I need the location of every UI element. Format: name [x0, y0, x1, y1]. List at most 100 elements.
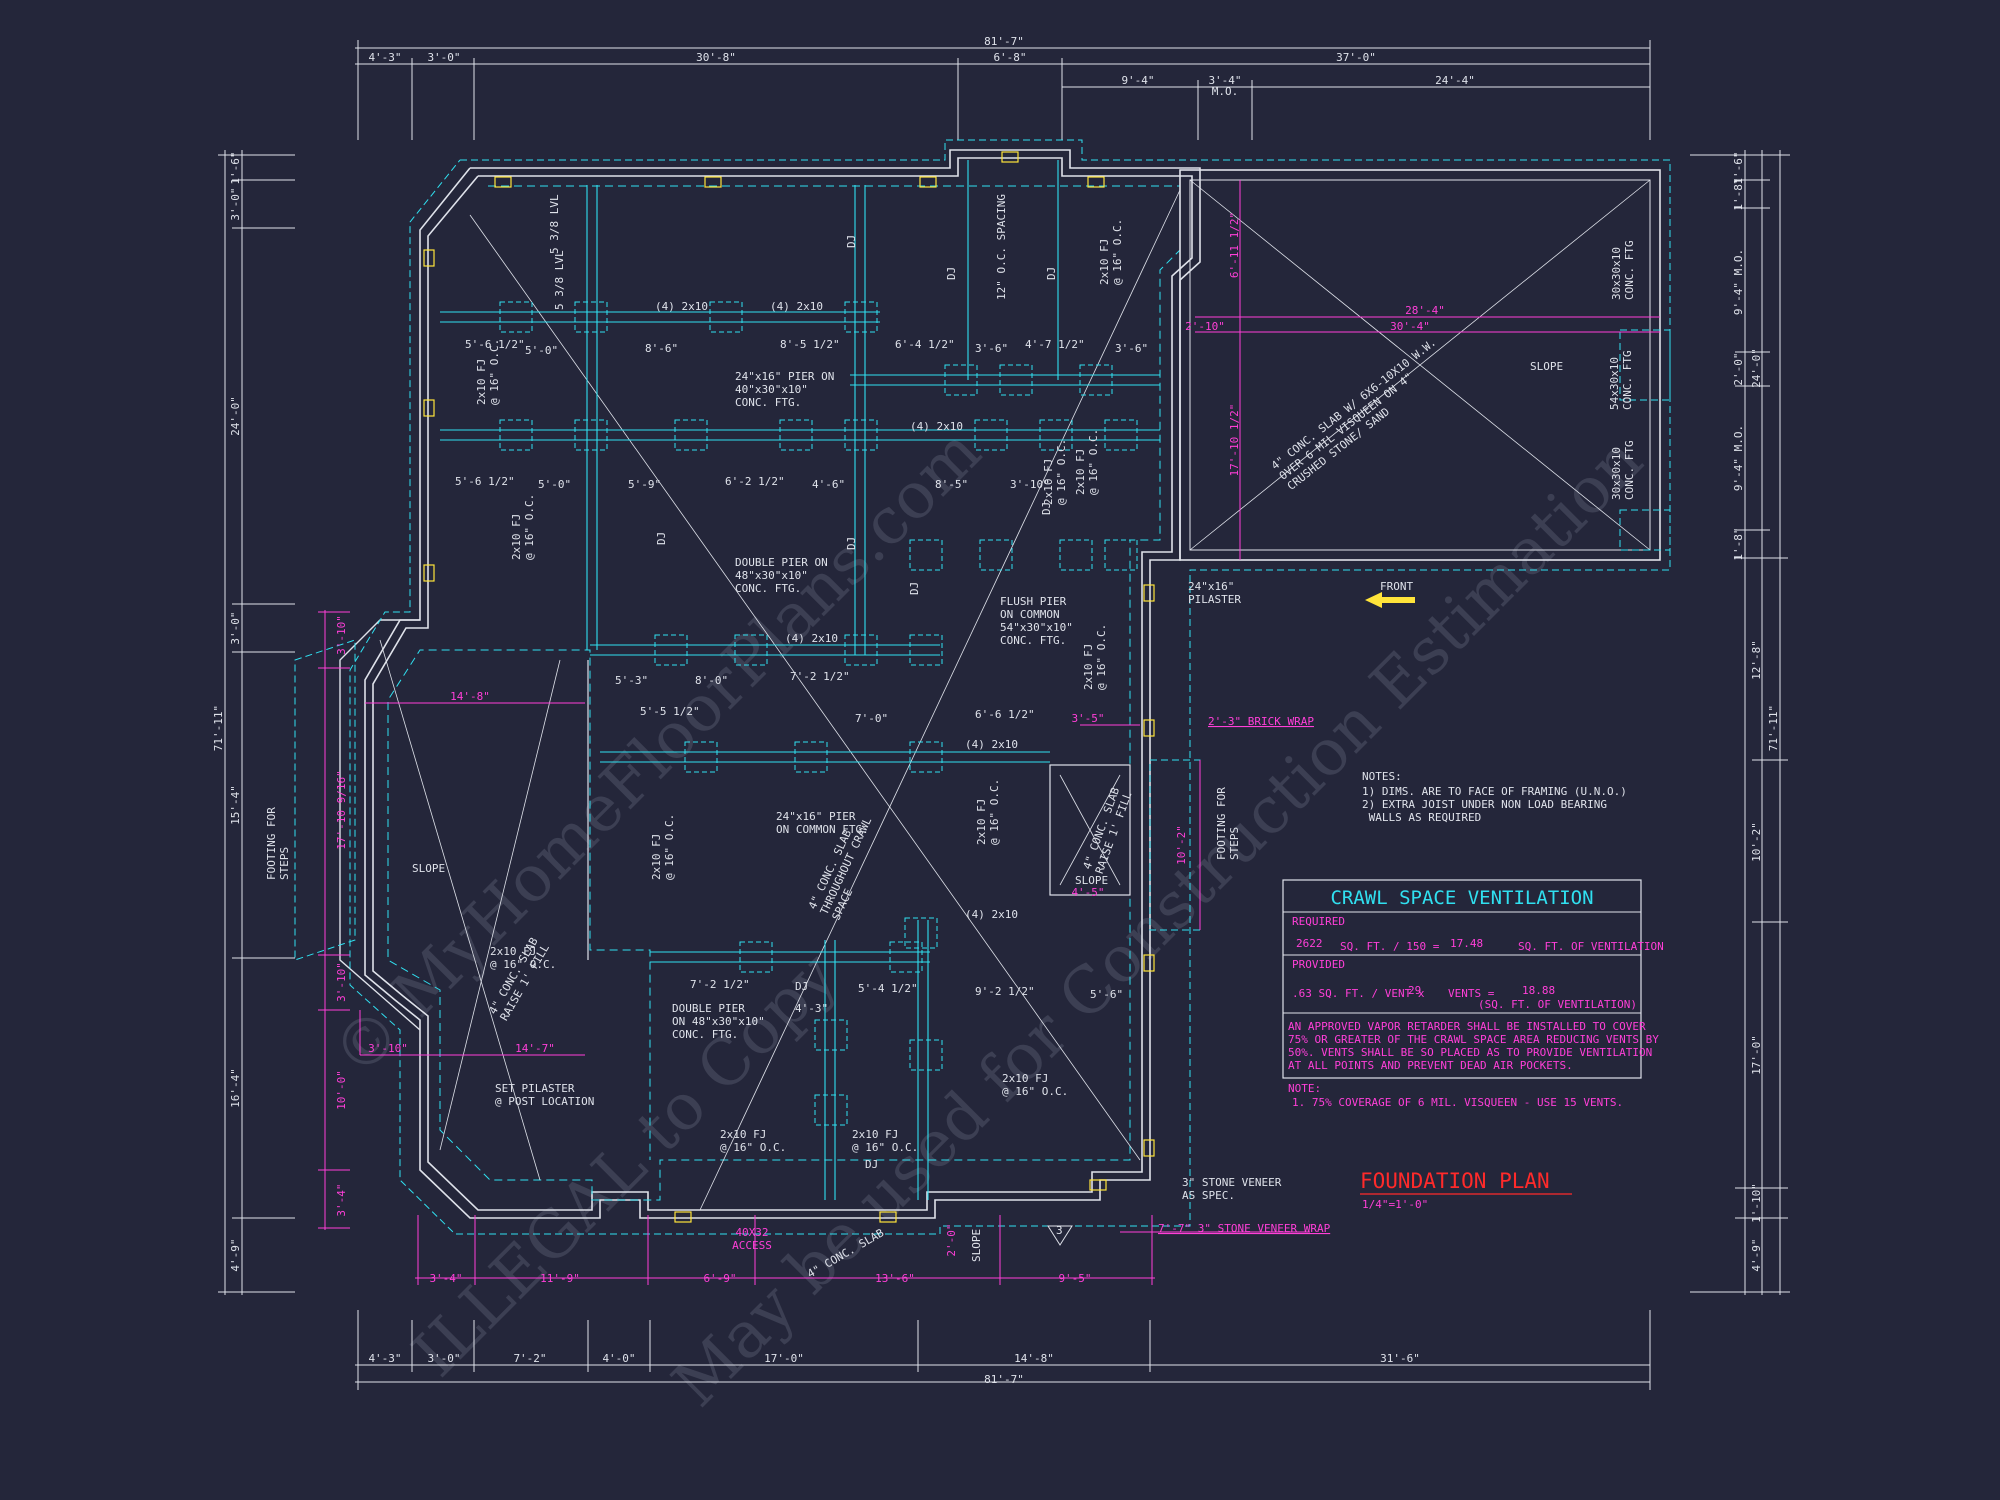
label-double-pier-1-text: DOUBLE PIER ON — [735, 556, 828, 569]
top-dim-4: 6'-8" — [993, 51, 1026, 64]
bottom-dim-2: 3'-0" — [427, 1352, 460, 1365]
text-line: @ 16" O.C. — [488, 339, 501, 405]
label-stone-wrap: 7'-7" 3" STONE VENEER WRAP — [1158, 1222, 1331, 1235]
label-pier-24x16-text: 24"x16" PIER ON — [735, 370, 834, 383]
label-4x2x10-6: (4) 2x10 — [965, 908, 1018, 921]
label-joist-12: 2x10 FJ@ 16" O.C. — [1074, 429, 1100, 495]
fdim-4: 8'-5 1/2" — [780, 338, 840, 351]
left-dim-6: 16'-4" — [229, 1068, 242, 1108]
notes-heading: NOTES: — [1362, 770, 1402, 783]
label-joist-11: 2x10 FJ@ 16" O.C. — [1042, 439, 1068, 505]
label-set-pilaster-text: SET PILASTER — [495, 1082, 575, 1095]
label-dj-7: DJ — [908, 582, 921, 595]
right-dim-12: 4'-9" — [1750, 1238, 1763, 1271]
label-dj-2: DJ — [945, 267, 958, 280]
ventilation-note-heading: NOTE: — [1288, 1082, 1321, 1095]
label-ftg-2: 54x30x10CONC. FTG — [1608, 350, 1634, 410]
ventilation-provided-rate: .63 SQ. FT. / VENT x — [1292, 987, 1425, 1000]
mdim-misc-5: 4'-5" — [1071, 886, 1104, 899]
left-dim-7: 4'-9" — [229, 1238, 242, 1271]
top-dim-7: 3'-4" — [1208, 74, 1241, 87]
mdim-misc-6: 10'-2" — [1175, 825, 1188, 865]
right-dimension-lines — [1690, 150, 1790, 1295]
text-line: @ POST LOCATION — [495, 1095, 594, 1108]
text-line: RAISE 1' FILL — [1093, 790, 1135, 876]
ventilation-required-unit: SQ. FT. OF VENTILATION — [1518, 940, 1664, 953]
text-line: 40"x30"x10" — [735, 383, 808, 396]
label-joist-5: 2x10 FJ@ 16" O.C. — [1082, 624, 1108, 690]
label-dj-5: DJ — [845, 537, 858, 550]
label-slope-garage: SLOPE — [1530, 360, 1563, 373]
bottom-dimension-lines — [355, 1310, 1651, 1390]
label-spacing: 12" O.C. SPACING — [995, 194, 1008, 300]
text-line: @ 16" O.C. — [1087, 429, 1100, 495]
text-line: ON COMMON — [1000, 608, 1060, 621]
fdim-22: 7'-2 1/2" — [690, 978, 750, 991]
mdim-bottom-3: 6'-9" — [703, 1272, 736, 1285]
mdim-left-3: 3'-10" — [335, 962, 348, 1002]
magenta-dimension-lines — [318, 180, 1660, 1285]
text-line: @ 16" O.C. — [1002, 1085, 1068, 1098]
text-line: @ 16" O.C. — [988, 779, 1001, 845]
ventilation-required-sqft: 2622 — [1296, 937, 1323, 950]
text-line: CONC. FTG. — [735, 396, 801, 409]
fdim-2: 5'-0" — [525, 344, 558, 357]
title-block: FOUNDATION PLAN 1/4"=1'-0" — [1360, 1169, 1572, 1211]
bottom-dim-6: 14'-8" — [1014, 1352, 1054, 1365]
label-4x2x10-3: (4) 2x10 — [910, 420, 963, 433]
text-line: WALLS AS REQUIRED — [1362, 811, 1481, 824]
text-line: @ 16" O.C. — [1111, 219, 1124, 285]
bottom-dim-4: 4'-0" — [602, 1352, 635, 1365]
notes-item-2: 2) EXTRA JOIST UNDER NON LOAD BEARING WA… — [1362, 798, 1607, 824]
fdim-13: 4'-6" — [812, 478, 845, 491]
label-4x2x10-4: (4) 2x10 — [785, 632, 838, 645]
front-label: FRONT — [1380, 580, 1413, 593]
bottom-dim-5: 17'-0" — [764, 1352, 804, 1365]
text-line: PILASTER — [1188, 593, 1241, 606]
text-line: STEPS — [278, 847, 291, 880]
right-dim-5: 9'-4" M.O. — [1732, 425, 1745, 491]
text-line: @ 16" O.C. — [852, 1141, 918, 1154]
text-line: @ 16" O.C. — [523, 494, 536, 560]
text-line: 54"x30"x10" — [1000, 621, 1073, 634]
top-dim-mo: M.O. — [1212, 85, 1239, 98]
foundation-walls — [339, 149, 1661, 1219]
label-pilaster-text: 24"x16" — [1188, 580, 1234, 593]
label-stone-veneer-text: 3" STONE VENEER — [1182, 1176, 1282, 1189]
left-dim-3: 24'-0" — [229, 396, 242, 436]
text-line: @ 16" O.C. — [1055, 439, 1068, 505]
text-line: CONC. FTG. — [735, 582, 801, 595]
mdim-misc-3: 3'-10" — [368, 1042, 408, 1055]
ventilation-statement: AN APPROVED VAPOR RETARDER SHALL BE INST… — [1288, 1020, 1659, 1072]
right-overall-dim: 71'-11" — [1767, 705, 1780, 751]
vent-markers — [423, 151, 1155, 1223]
top-dimension-lines — [355, 40, 1651, 140]
label-joist-9: 2x10 FJ@ 16" O.C. — [720, 1128, 786, 1154]
text-line: 50%. VENTS SHALL BE SO PLACED AS TO PROV… — [1288, 1046, 1652, 1059]
label-4x2x10-1: (4) 2x10 — [655, 300, 708, 313]
mdim-garage-5: 6'-11 1/2" — [1228, 212, 1241, 278]
plan-scale: 1/4"=1'-0" — [1362, 1198, 1428, 1211]
right-dim-6: 1'-8" — [1732, 527, 1745, 560]
text-line: ON 48"x30"x10" — [672, 1015, 765, 1028]
right-dim-2: 1'-8" — [1732, 177, 1745, 210]
mdim-misc-4: 3'-5" — [1071, 712, 1104, 725]
label-lvl: 5 3/8 LVL — [553, 250, 566, 310]
label-set-pilaster: SET PILASTER@ POST LOCATION — [495, 1082, 594, 1108]
notes-item-1: 1) DIMS. ARE TO FACE OF FRAMING (U.N.O.) — [1362, 785, 1627, 798]
bottom-overall-dim: 81'-7" — [984, 1373, 1024, 1386]
fdim-19: 5'-5 1/2" — [640, 705, 700, 718]
right-dim-9: 10'-2" — [1750, 822, 1763, 862]
text-line: @ 16" O.C. — [490, 958, 556, 971]
label-brick-wrap: 2'-3" BRICK WRAP — [1208, 715, 1314, 728]
label-footing-left: FOOTING FORSTEPS — [265, 807, 291, 880]
label-joist-4: 2x10 FJ@ 16" O.C. — [1098, 219, 1124, 285]
text-line: AS SPEC. — [1182, 1189, 1235, 1202]
fdim-21: 6'-6 1/2" — [975, 708, 1035, 721]
text-line: CONC. FTG — [1621, 350, 1634, 410]
